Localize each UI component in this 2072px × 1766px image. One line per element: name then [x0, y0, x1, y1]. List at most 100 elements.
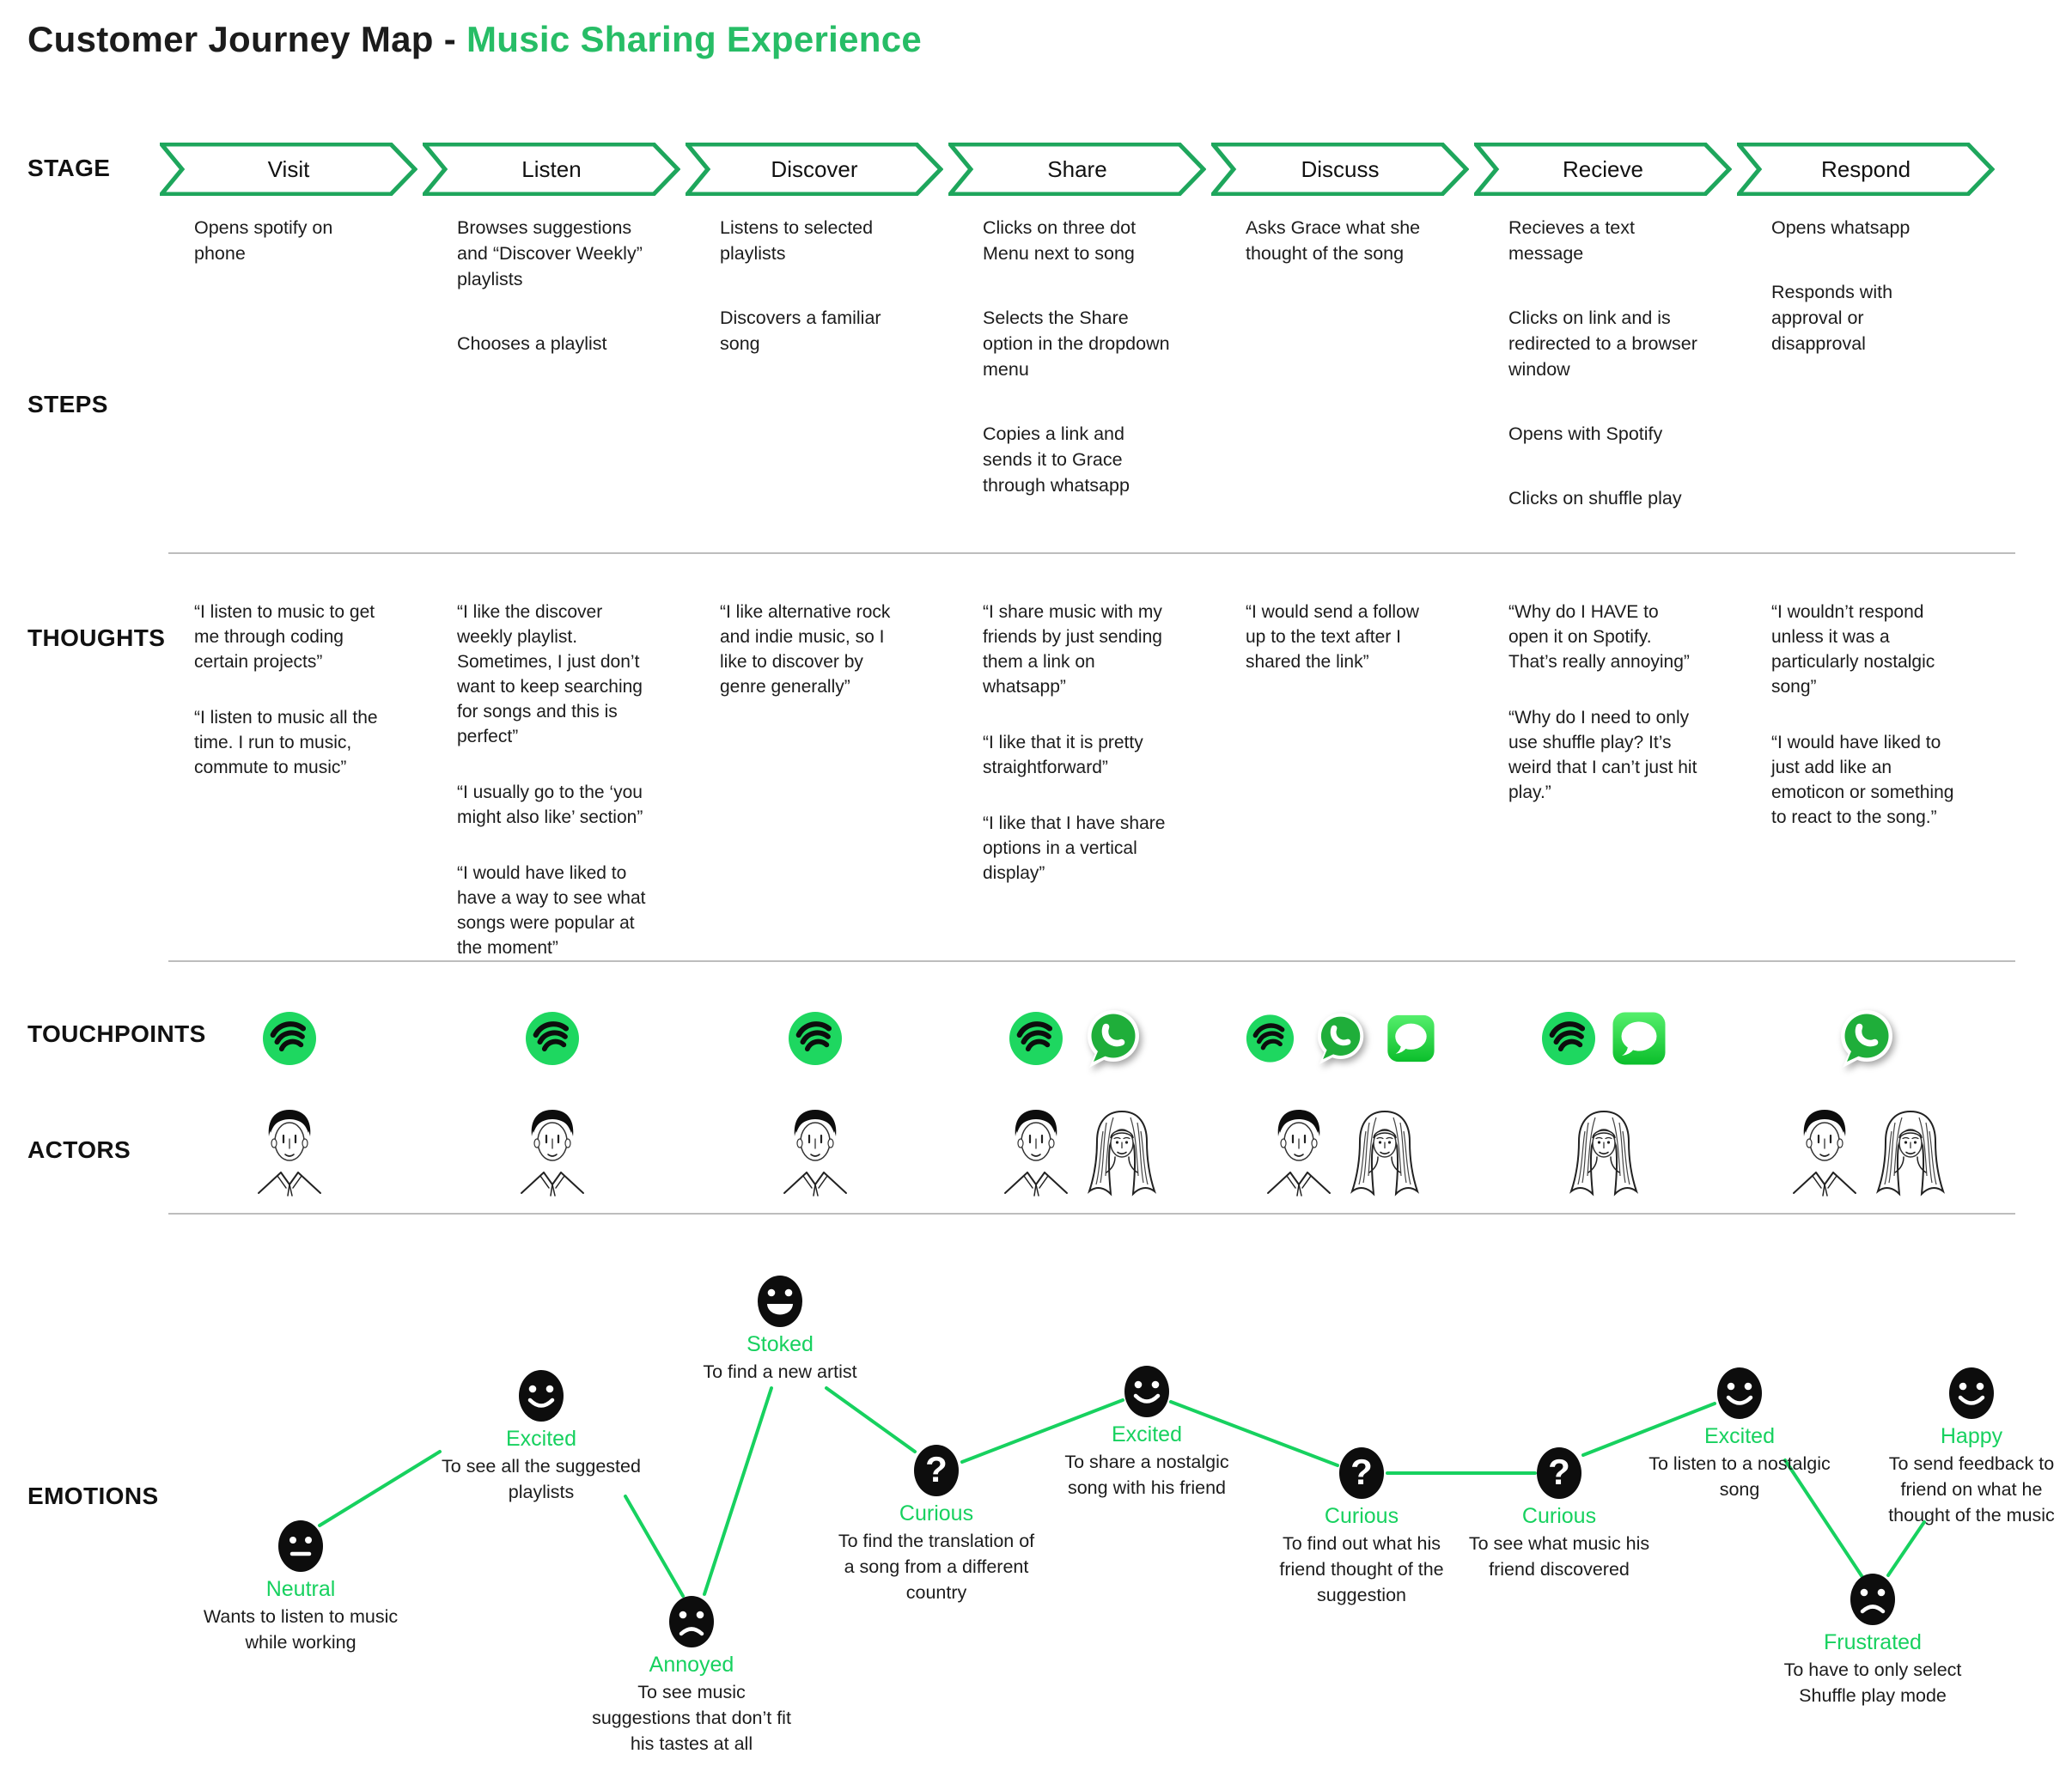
step-text: Copies a link and sends it to Grace thro…	[983, 423, 1130, 496]
thought-quote: “Why do I HAVE to open it on Spotify. Th…	[1508, 602, 1690, 672]
step-text: Browses suggestions and “Discover Weekly…	[457, 217, 643, 289]
step-text: Opens whatsapp	[1771, 217, 1911, 238]
step-text: Chooses a playlist	[457, 333, 607, 354]
smile-face-icon	[1949, 1367, 1994, 1419]
emotion-line-segment	[703, 1386, 773, 1596]
emotion-node: Stoked To find a new artist	[668, 1274, 892, 1385]
step-text: Responds with approval or disapproval	[1771, 282, 1893, 354]
emotion-label: Curious	[1521, 1504, 1597, 1528]
step-text: Listens to selected playlists	[720, 217, 874, 264]
messages-icon	[1612, 1012, 1665, 1065]
man-actor-icon	[257, 1110, 321, 1197]
emotion-description: To have to only select Shuffle play mode	[1783, 1659, 1962, 1706]
page-title-highlight: Music Sharing Experience	[466, 19, 923, 59]
spotify-icon	[262, 1012, 316, 1065]
thoughts-column: “Why do I HAVE to open it on Spotify. Th…	[1474, 600, 1737, 991]
thought-quote: “I listen to music all the time. I run t…	[194, 708, 378, 777]
step-text: Clicks on shuffle play	[1508, 488, 1682, 508]
emotion-description: To see what music his friend discovered	[1468, 1533, 1650, 1580]
actors-column	[686, 1105, 948, 1201]
emotion-description: Wants to listen to music while working	[203, 1606, 399, 1653]
stage-name: Visit	[267, 155, 310, 182]
divider	[168, 1213, 2015, 1215]
emotion-line-segment	[318, 1450, 442, 1527]
spotify-icon	[1009, 1012, 1063, 1065]
thought-quote: “I like that it is pretty straightforwar…	[983, 733, 1143, 777]
stage-name: Share	[1047, 155, 1107, 182]
woman-actor-icon	[1569, 1110, 1638, 1197]
messages-icon	[1387, 1014, 1435, 1063]
thought-quote: “I share music with my friends by just s…	[983, 602, 1162, 697]
stage-chevron: Discover	[686, 143, 943, 196]
spotify-icon	[1246, 1014, 1295, 1063]
step-text: Clicks on link and is redirected to a br…	[1508, 308, 1697, 380]
thought-quote: “I wouldn’t respond unless it was a part…	[1771, 602, 1935, 697]
thought-quote: “I like alternative rock and indie music…	[720, 602, 891, 697]
chevron-arrow-shape	[160, 143, 417, 196]
chevron-arrow-shape	[686, 143, 943, 196]
step-text: Asks Grace what she thought of the song	[1246, 217, 1421, 264]
actors-column	[948, 1105, 1211, 1201]
actors-row	[160, 1105, 2000, 1201]
woman-actor-icon	[1875, 1110, 1945, 1197]
step-text: Selects the Share option in the dropdown…	[983, 308, 1170, 380]
touchpoints-column	[160, 1002, 423, 1075]
row-label-thoughts: THOUGHTS	[27, 624, 166, 651]
emotion-node: ? Curious To find out what his friend tho…	[1250, 1446, 1473, 1608]
row-label-touchpoints: TOUCHPOINTS	[27, 1020, 206, 1047]
emotion-node: ? Curious To see what music his friend di…	[1447, 1446, 1671, 1582]
page-title-prefix: Customer Journey Map -	[27, 19, 466, 59]
thought-quote: “I would have liked to just add like an …	[1771, 733, 1954, 827]
emotion-label: Excited	[1704, 1424, 1775, 1448]
touchpoints-column	[1737, 1002, 2000, 1075]
emotion-description: To find out what his friend thought of t…	[1279, 1533, 1444, 1605]
emotion-label: Stoked	[747, 1332, 814, 1356]
emotion-label: Annoyed	[649, 1653, 734, 1677]
emotion-description: To see all the suggested playlists	[442, 1456, 641, 1502]
stage-name: Listen	[521, 155, 582, 182]
emotion-label: Happy	[1940, 1424, 2003, 1448]
steps-column: Opens spotify on phone	[160, 215, 423, 550]
smile-face-icon	[1124, 1366, 1169, 1417]
stage-name: Discover	[771, 155, 858, 182]
touchpoints-row	[160, 1002, 2000, 1075]
step-text: Recieves a text message	[1508, 217, 1635, 264]
open-smile-face-icon	[758, 1276, 802, 1327]
woman-actor-icon	[1350, 1110, 1419, 1197]
thought-quote: “I listen to music to get me through cod…	[194, 602, 375, 672]
man-actor-icon	[1266, 1110, 1331, 1197]
touchpoints-column	[1211, 1002, 1474, 1075]
touchpoints-column	[948, 1002, 1211, 1075]
chevron-arrow-shape	[423, 143, 680, 196]
divider	[168, 552, 2015, 554]
whatsapp-icon	[1840, 1010, 1892, 1068]
chevron-arrow-shape	[1474, 143, 1732, 196]
stage-chevron: Respond	[1737, 143, 1995, 196]
smile-face-icon	[519, 1370, 564, 1422]
question-face-icon: ?	[1537, 1447, 1581, 1499]
thought-quote: “Why do I need to only use shuffle play?…	[1508, 708, 1697, 802]
steps-column: Asks Grace what she thought of the song	[1211, 215, 1474, 550]
actors-column	[1737, 1105, 2000, 1201]
stage-chevron: Visit	[160, 143, 417, 196]
spotify-icon	[525, 1012, 579, 1065]
divider	[168, 960, 2015, 962]
thought-quote: “I usually go to the ‘you might also lik…	[457, 783, 643, 827]
svg-text:?: ?	[1350, 1452, 1373, 1492]
row-label-steps: STEPS	[27, 391, 108, 417]
emotion-label: Curious	[1324, 1504, 1399, 1528]
whatsapp-icon	[1317, 1013, 1364, 1065]
step-text: Opens with Spotify	[1508, 423, 1663, 444]
svg-text:?: ?	[1548, 1452, 1570, 1492]
emotion-description: To find a new artist	[703, 1361, 857, 1382]
